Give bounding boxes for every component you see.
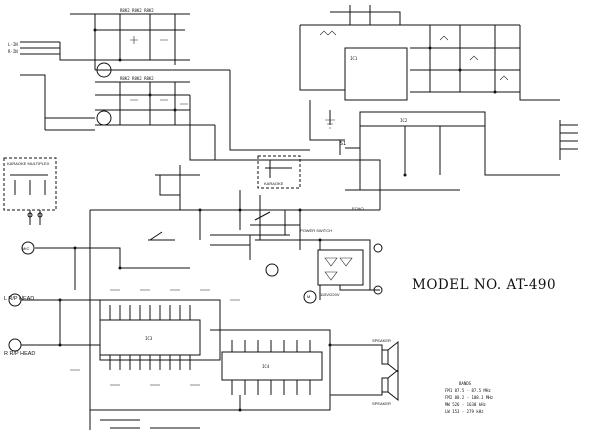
karaoke-multiplex-label: KARAOKE MULTIPLEX [7, 161, 50, 166]
band-legend: BANDS FM1 87.5 - 87.5 MHz FM2 88.2 - 108… [445, 380, 493, 415]
power-amp-ic [221, 351, 323, 381]
svg-text:L-IN: L-IN [8, 42, 18, 47]
svg-text:R8K2 R8K2 R8K2: R8K2 R8K2 R8K2 [120, 76, 154, 81]
input-preamp-section: L-IN R-IN R8K2 R8K2 R8K2 R8K2 R8K2 R8K2 [8, 8, 230, 131]
recorder-ic [99, 319, 201, 356]
band-legend-row: FM1 87.5 - 87.5 MHz [445, 388, 491, 393]
svg-text:R-IN: R-IN [8, 49, 18, 54]
svg-text:IC3: IC3 [145, 336, 153, 341]
svg-text:IC1: IC1 [350, 56, 358, 61]
main-amplifier-section: IC3 IC4 [8, 165, 383, 430]
svg-text:R8K2 R8K2 R8K2: R8K2 R8K2 R8K2 [120, 8, 154, 13]
svg-text:IC4: IC4 [262, 364, 270, 369]
speaker-bottom-icon [387, 368, 399, 402]
karaoke-switch-label: KARAOKE [264, 181, 284, 186]
model-title: MODEL NO. AT-490 [412, 277, 557, 293]
echo-label: ECHO [352, 206, 364, 211]
tuner-section: IC1 IC2 S1 [299, 5, 578, 191]
svg-text:IC2: IC2 [400, 118, 408, 123]
power-switch-label: POWER SWITCH [300, 228, 332, 233]
tuner-ic [344, 47, 408, 101]
motor-symbol [303, 290, 317, 304]
band-legend-heading: BANDS [459, 381, 472, 386]
speaker-top-magnet [381, 349, 389, 365]
voltage-label: 115V/220V [320, 292, 340, 297]
mic-label: MIC [22, 246, 30, 251]
left-head-label: L R/P HEAD [4, 296, 35, 302]
band-legend-row: FM2 88.2 - 108.1 MHz [445, 395, 494, 400]
band-legend-row: MW 526 - 1630 kHz [445, 402, 486, 407]
speaker-bottom-label: SPEAKER [372, 401, 391, 406]
svg-text:S1: S1 [340, 141, 346, 147]
right-head-symbol [8, 338, 22, 352]
speaker-bottom-magnet [381, 377, 389, 393]
mic-jack[interactable] [21, 241, 35, 255]
right-head-label: R R/P HEAD [4, 351, 36, 357]
motor-label: M [307, 294, 311, 299]
ac-socket-top [373, 243, 383, 253]
band-legend-row: LW 153 - 279 kHz [445, 409, 484, 414]
speaker-top-label: SPEAKER [372, 338, 391, 343]
power-rectifier-block [317, 249, 364, 286]
karaoke-switch-box [257, 155, 301, 189]
ac-socket-bottom [373, 285, 383, 295]
speaker-top-icon [387, 340, 399, 374]
speaker-section [365, 340, 399, 402]
transistor-q1 [96, 62, 112, 78]
fm-am-ic [359, 111, 486, 127]
transistor-q2 [96, 110, 112, 126]
regulator-transistor [265, 263, 279, 277]
